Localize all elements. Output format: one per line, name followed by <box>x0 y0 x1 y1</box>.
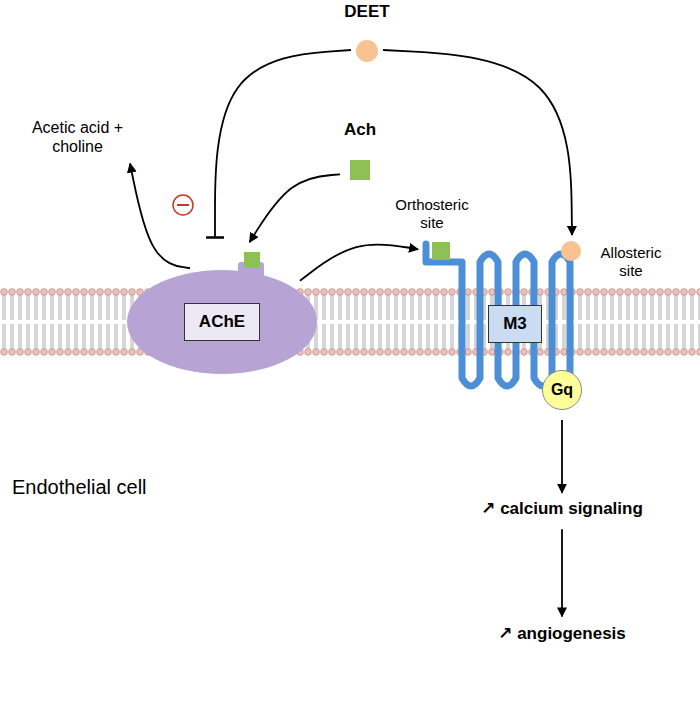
product-label: Acetic acid + choline <box>20 118 135 156</box>
activation-arrow <box>130 164 190 269</box>
orthosteric-acetylcholine <box>432 242 450 260</box>
deet-label: DEET <box>340 2 393 66</box>
ache-enzyme <box>127 270 317 374</box>
ach-label: Ach <box>335 120 385 184</box>
activation-arrow <box>300 244 418 280</box>
inhibition-symbol <box>173 195 193 215</box>
node-text: Gq <box>551 381 573 399</box>
inhibition-minus <box>177 204 189 206</box>
inhibition-arrow <box>215 50 351 237</box>
node-text: AChE <box>184 303 260 341</box>
lipid-bilayer <box>0 288 700 356</box>
activation-arrow <box>561 529 563 616</box>
site-label: Orthosteric site <box>387 196 477 232</box>
activation-arrow <box>383 50 572 235</box>
g-protein-circle: Gq <box>542 370 582 410</box>
node-text: M3 <box>488 305 542 343</box>
allosteric-deet <box>561 241 581 261</box>
activation-arrow <box>561 420 563 493</box>
cell-label: Endothelial cell <box>12 476 147 499</box>
acetylcholine-molecule <box>350 160 370 180</box>
outcome-text: ↗ angiogenesis <box>462 622 662 650</box>
m3-receptor <box>426 244 572 392</box>
activation-arrow <box>250 174 340 242</box>
enzyme-box: AChE <box>128 258 318 372</box>
node-text: Acetic acid + choline <box>20 118 135 156</box>
deet-molecule <box>356 40 378 62</box>
node-text: ↗ calcium signaling <box>462 497 662 521</box>
bound-acetylcholine <box>244 252 260 268</box>
site-label: Allosteric site <box>590 244 672 280</box>
node-text: DEET <box>340 2 393 22</box>
outcome-text: ↗ calcium signaling <box>462 497 662 525</box>
node-text: Ach <box>335 120 385 140</box>
node-text: ↗ angiogenesis <box>462 622 662 646</box>
